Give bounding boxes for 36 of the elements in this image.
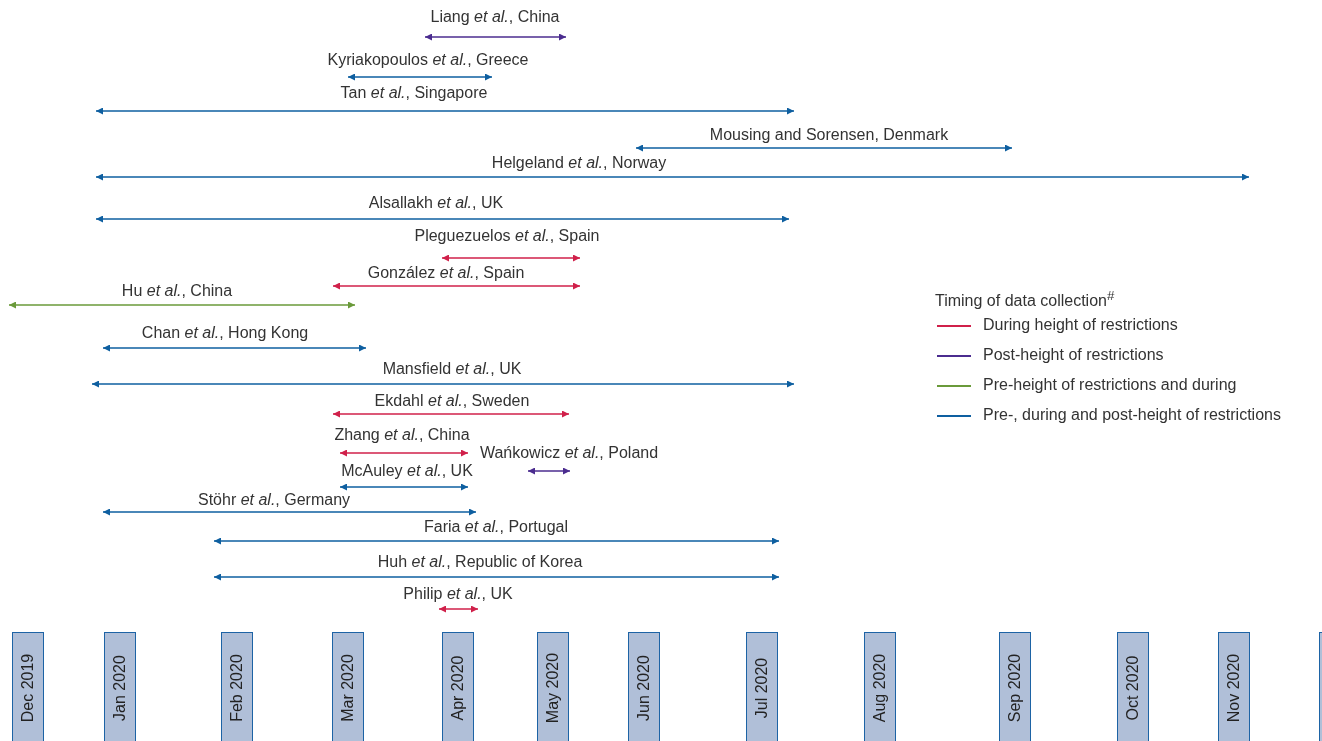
month-label: Aug 2020	[871, 653, 889, 723]
study-label: Ekdahl et al., Sweden	[374, 392, 530, 410]
study-label: McAuley et al., UK	[341, 462, 473, 480]
month-label: Oct 2020	[1124, 655, 1142, 721]
month-label: Sep 2020	[1006, 653, 1024, 723]
study-label: González et al., Spain	[367, 264, 525, 282]
month-label: May 2020	[544, 652, 562, 724]
study-label: Faria et al., Portugal	[423, 518, 569, 536]
study-label: Alsallakh et al., UK	[368, 194, 504, 212]
study-label: Huh et al., Republic of Korea	[377, 553, 583, 571]
study-label: Kyriakopoulos et al., Greece	[327, 51, 529, 69]
legend-label: During height of restrictions	[983, 316, 1178, 334]
study-label: Mousing and Sorensen, Denmark	[709, 126, 949, 144]
month-label: Apr 2020	[449, 655, 467, 721]
study-label: Zhang et al., China	[334, 426, 470, 444]
legend-label: Pre-height of restrictions and during	[983, 376, 1237, 394]
study-label: Hu et al., China	[121, 282, 233, 300]
study-label: Liang et al., China	[430, 8, 560, 26]
legend-label: Pre-, during and post-height of restrictions	[983, 406, 1281, 424]
legend-title: Timing of data collection$^{#}$	[935, 287, 1115, 311]
month-label: Mar 2020	[339, 654, 357, 722]
study-label: Tan et al., Singapore	[340, 84, 488, 102]
legend-label: Post-height of restrictions	[983, 346, 1164, 364]
study-label: Philip et al., UK	[403, 585, 513, 603]
study-label: Stöhr et al., Germany	[197, 491, 351, 509]
month-label: Dec 2019	[19, 653, 37, 723]
month-label: Jun 2020	[635, 655, 653, 721]
month-label: Nov 2020	[1225, 653, 1243, 723]
study-label: Pleguezuelos et al., Spain	[414, 227, 600, 245]
study-label: Mansfield et al., UK	[382, 360, 522, 378]
study-label: Helgeland et al., Norway	[491, 154, 667, 172]
study-label: Wańkowicz et al., Poland	[479, 444, 659, 462]
month-label: Feb 2020	[228, 654, 246, 722]
month-label: Jul 2020	[753, 657, 771, 719]
month-label: Jan 2020	[111, 655, 129, 721]
study-label: Chan et al., Hong Kong	[141, 324, 309, 342]
